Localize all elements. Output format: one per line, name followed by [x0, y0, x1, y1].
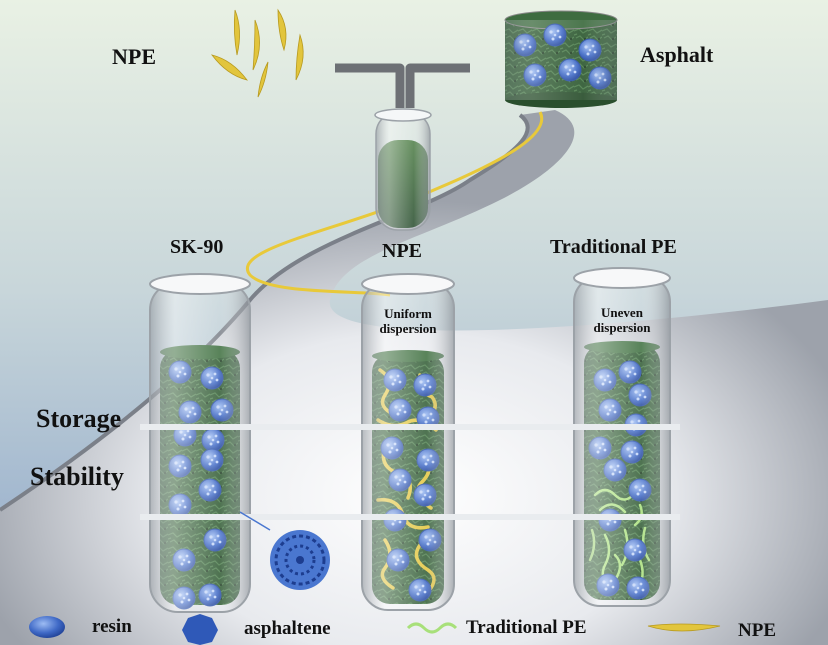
legend-traditional-pe: Traditional PE [466, 617, 587, 638]
tube-sk90 [149, 273, 251, 613]
storage-lines [140, 424, 680, 520]
traditional-pe-icon [406, 622, 458, 634]
legend-resin: resin [92, 616, 132, 637]
zoom-arrow [239, 511, 271, 531]
tube-traditional-pe [573, 267, 671, 607]
npe-icon [647, 623, 721, 632]
uniform-line1: Uniform [384, 306, 432, 321]
npe-tube-label: NPE [382, 240, 422, 262]
mixing-tube [374, 108, 432, 231]
stability-label: Stability [30, 462, 124, 491]
uniform-line2: dispersion [379, 321, 437, 336]
uniform-dispersion-label: Uniform dispersion [372, 306, 444, 336]
legend-asphaltene: asphaltene [244, 618, 331, 639]
asphaltene-icon [182, 614, 218, 645]
uneven-line2: dispersion [593, 320, 651, 335]
uneven-dispersion-label: Uneven dispersion [584, 305, 660, 335]
tube-npe [361, 273, 455, 611]
resin-icon [29, 616, 65, 638]
npe-label-top: NPE [112, 44, 156, 69]
sk90-label: SK-90 [170, 236, 224, 258]
storage-label: Storage [36, 404, 122, 433]
traditional-pe-label: Traditional PE [550, 236, 677, 258]
legend-npe: NPE [738, 620, 776, 641]
asphalt-container [504, 10, 618, 108]
asphaltene-cluster [270, 530, 330, 590]
npe-fibers-top [211, 8, 304, 98]
uneven-line1: Uneven [601, 305, 643, 320]
asphalt-label: Asphalt [640, 42, 714, 67]
